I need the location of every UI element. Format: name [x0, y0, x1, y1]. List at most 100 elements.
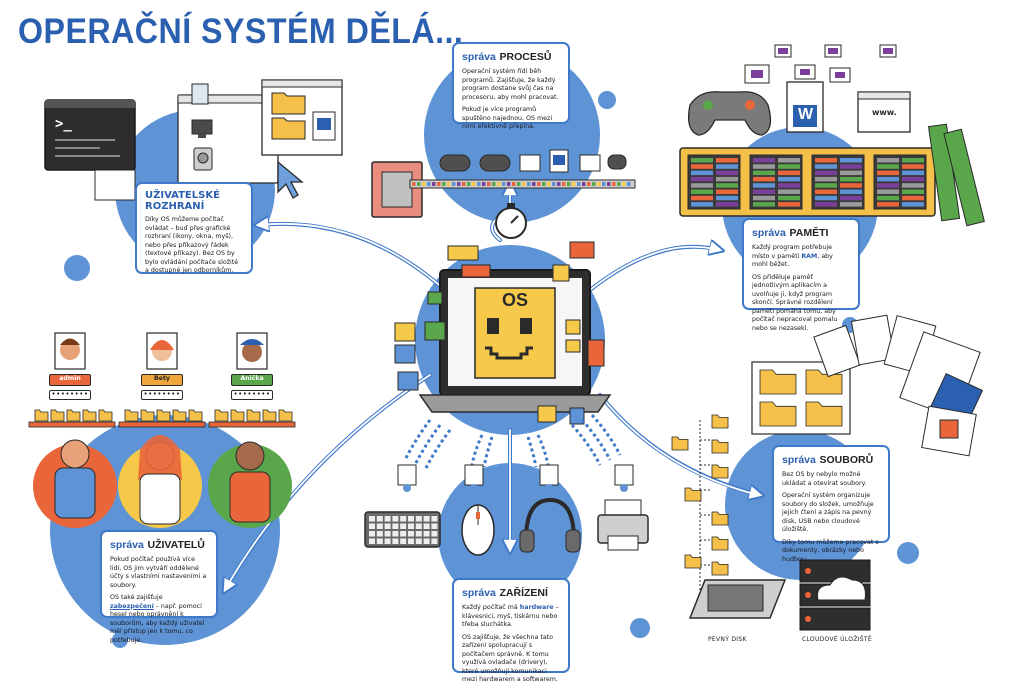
- files-text-2: Operační systém organizuje soubory do sl…: [782, 492, 874, 534]
- devices-card: správa ZAŘÍZENÍ Každý počítač má hardwar…: [452, 578, 570, 683]
- queue-bit: [592, 182, 596, 186]
- memory-cell: [877, 189, 899, 194]
- queue-bit: [467, 182, 471, 186]
- memory-cell: [778, 183, 800, 188]
- memory-cell: [778, 158, 800, 163]
- queue-bit: [437, 182, 441, 186]
- hard-disk-icon: [688, 579, 787, 619]
- folder-shelf: [28, 421, 116, 428]
- memory-cell: [691, 183, 713, 188]
- avatar-bety: [146, 332, 178, 370]
- memory-text-2: OS přiděluje paměť jednotlivým aplikacím…: [752, 273, 838, 332]
- dot: [64, 255, 90, 281]
- memory-cell: [877, 170, 899, 176]
- queue-bit: [482, 182, 486, 186]
- small-window: [94, 169, 136, 201]
- keyboard-key: [415, 516, 422, 522]
- queue-bit: [607, 182, 611, 186]
- memory-cell: [815, 158, 837, 163]
- driver-doc-icon: [614, 464, 634, 486]
- folder-icon: [246, 409, 261, 422]
- queue-bit: [617, 182, 621, 186]
- queue-bit: [487, 182, 491, 186]
- driver-doc-icon: [539, 464, 559, 486]
- memory-bank: [873, 154, 927, 210]
- queue-bit: [492, 182, 496, 186]
- keyboard-key: [431, 538, 438, 544]
- memory-cell: [691, 195, 713, 201]
- memory-cell: [753, 170, 775, 176]
- keyboard-key: [400, 531, 407, 537]
- memory-cell: [778, 164, 800, 169]
- memory-cell: [840, 183, 862, 188]
- memory-cell: [877, 202, 899, 207]
- files-text-1: Bez OS by nebylo možné ukládat a otevíra…: [782, 471, 867, 487]
- folder-icon: [805, 369, 843, 395]
- dot: [630, 618, 650, 638]
- queue-bit: [542, 182, 546, 186]
- memory-cell: [778, 176, 800, 182]
- memory-cell: [716, 202, 738, 207]
- folder-icon: [230, 409, 245, 422]
- cloud-storage-label: CLOUDOVÉ ÚLOŽIŠTĚ: [802, 636, 872, 643]
- stopwatch-icon: [495, 203, 527, 239]
- users-text-1: Pokud počítač používá více lidí, OS jim …: [110, 556, 207, 589]
- queue-bit: [502, 182, 506, 186]
- folder-icon: [50, 409, 65, 422]
- folder-icon: [140, 409, 155, 422]
- files-text-3: Díky tomu můžeme pracovat s dokumenty, o…: [782, 538, 879, 563]
- folder-icon: [759, 401, 797, 427]
- queue-bit: [552, 182, 556, 186]
- person-anicka: [208, 441, 292, 528]
- folder-icon: [188, 409, 203, 422]
- memory-text-1: Každý program potřebuje místo v paměti R…: [752, 244, 833, 269]
- folder-shelf: [208, 421, 296, 428]
- memory-cell: [815, 189, 837, 194]
- mouse-icon: [461, 504, 495, 556]
- gamepad-icon: [607, 154, 627, 170]
- memory-cell: [840, 176, 862, 182]
- queue-bit: [442, 182, 446, 186]
- memory-cell: [815, 170, 837, 176]
- queue-bit: [452, 182, 456, 186]
- dot: [897, 542, 919, 564]
- keyboard-key: [392, 523, 399, 529]
- file-tree: [699, 420, 712, 590]
- memory-cell: [691, 189, 713, 194]
- queue-bit: [472, 182, 476, 186]
- user-name-bety: Bety: [141, 374, 183, 386]
- user-name-admin: admin: [49, 374, 91, 386]
- dot: [598, 91, 616, 109]
- avatar-anicka: [236, 332, 268, 370]
- recycle-bin-icon: [191, 83, 209, 105]
- memory-cell: [902, 195, 924, 201]
- memory-cell: [877, 195, 899, 201]
- folder-icon: [684, 487, 702, 502]
- queue-bit: [517, 182, 521, 186]
- queue-bit: [557, 182, 561, 186]
- keyboard-key: [376, 516, 383, 522]
- gamepad-icon: [479, 154, 511, 172]
- os-smiley-icon: [474, 287, 556, 379]
- memory-cell: [778, 202, 800, 207]
- person-bety: [118, 435, 202, 528]
- devices-text-2: OS zajišťuje, že všechna tato zařízení s…: [462, 633, 558, 684]
- ui-text: Díky OS můžeme počítač ovládat – buď pře…: [145, 216, 239, 274]
- memory-cell: [877, 158, 899, 163]
- keyboard-key: [423, 516, 430, 522]
- headphones-icon: [519, 497, 581, 553]
- queue-bit: [612, 182, 616, 186]
- users-card: správa UŽIVATELŮ Pokud počítač používá v…: [100, 530, 218, 644]
- memory-board: [679, 147, 936, 217]
- keyboard-key: [408, 531, 414, 537]
- queue-bit: [522, 182, 526, 186]
- word-document-icon: [312, 111, 336, 141]
- memory-cell: [778, 170, 800, 176]
- queue-bit: [427, 182, 431, 186]
- keyboard-key: [415, 523, 422, 529]
- queue-bit: [447, 182, 451, 186]
- memory-cell: [815, 164, 837, 169]
- folder-icon: [684, 554, 702, 569]
- memory-cell: [753, 183, 775, 188]
